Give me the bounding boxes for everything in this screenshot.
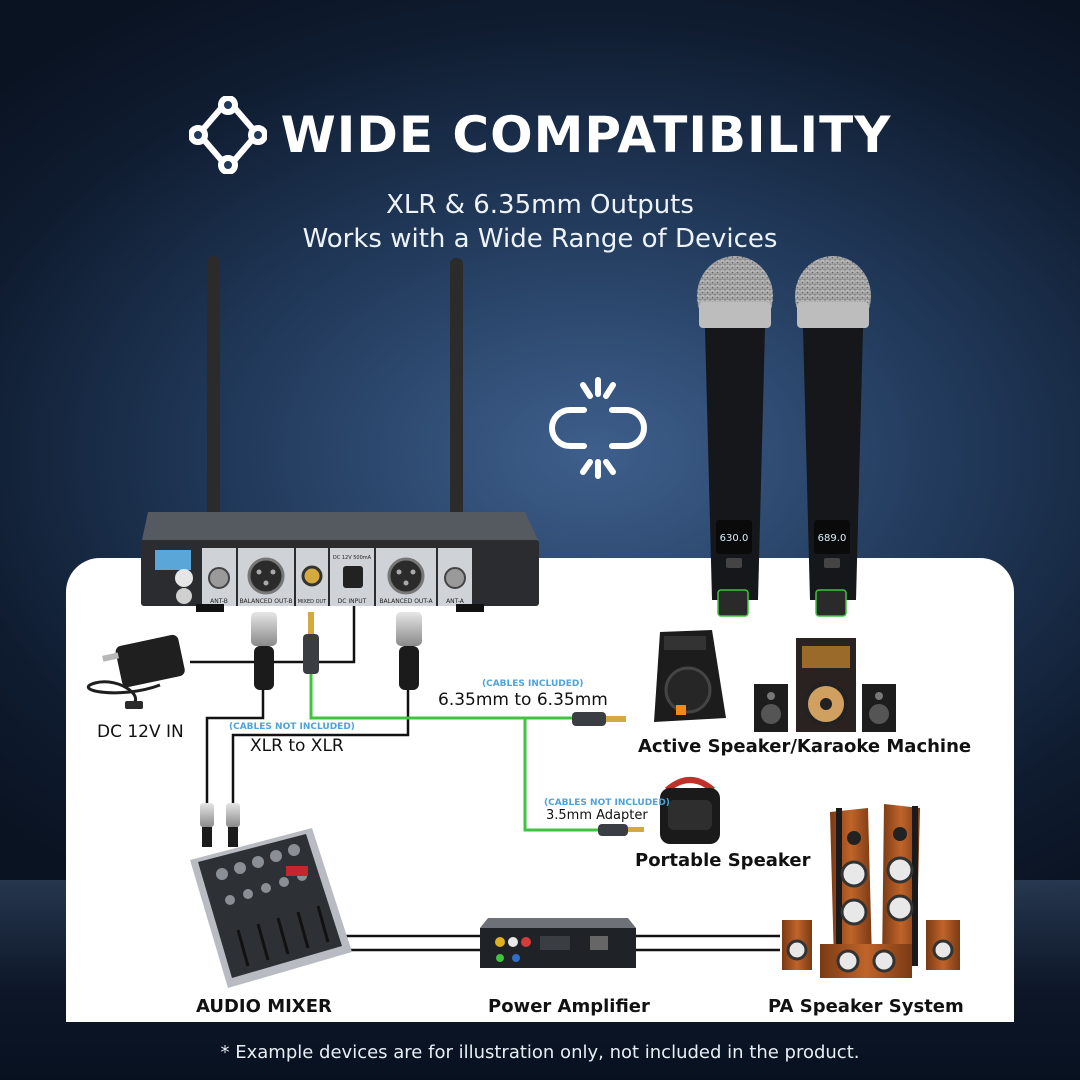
header: WIDE COMPATIBILITY bbox=[0, 96, 1080, 174]
jack-plug-speaker bbox=[572, 712, 626, 726]
footnote: * Example devices are for illustration o… bbox=[220, 1042, 860, 1063]
cable-mixer-amp bbox=[340, 934, 780, 952]
dc-adapter bbox=[86, 634, 185, 709]
portable-speaker-label: Portable Speaker bbox=[635, 850, 811, 871]
jack-label: 6.35mm to 6.35mm bbox=[438, 690, 608, 710]
cable-xlr-left bbox=[205, 690, 410, 805]
xlr-cables-note: (CABLES NOT INCLUDED) bbox=[229, 722, 355, 732]
xlr-label: XLR to XLR bbox=[250, 736, 344, 756]
xlr-plug-right bbox=[396, 612, 422, 690]
adapter-label: 3.5mm Adapter bbox=[546, 808, 648, 823]
port-label-balanced-out-a: BALANCED OUT-A bbox=[379, 598, 433, 605]
amplifier-label: Power Amplifier bbox=[488, 996, 650, 1017]
port-label-ant-a: ANT-A bbox=[446, 598, 465, 605]
dc-in-label: DC 12V IN bbox=[97, 722, 184, 742]
network-icon bbox=[188, 96, 267, 174]
jack-cables-note: (CABLES INCLUDED) bbox=[482, 679, 584, 689]
broken-link-icon bbox=[549, 377, 647, 479]
port-label-ant-b: ANT-B bbox=[210, 598, 228, 605]
audio-mixer bbox=[190, 803, 352, 988]
mixer-label: AUDIO MIXER bbox=[196, 996, 332, 1017]
adapter-plug bbox=[598, 824, 644, 836]
jack-plug bbox=[303, 612, 319, 674]
active-speaker-label: Active Speaker/Karaoke Machine bbox=[638, 736, 972, 757]
port-label-mixed-out: MIXED OUT bbox=[298, 599, 327, 605]
xlr-plug-left bbox=[251, 612, 277, 690]
pa-label: PA Speaker System bbox=[768, 996, 964, 1017]
power-amplifier bbox=[480, 918, 636, 968]
cable-green-jack bbox=[309, 672, 598, 832]
page-title: WIDE COMPATIBILITY bbox=[280, 106, 892, 164]
adapter-cables-note: (CABLES NOT INCLUDED) bbox=[544, 798, 670, 808]
port-label-balanced-out-b: BALANCED OUT-B bbox=[239, 598, 292, 605]
subtitle-line1: XLR & 6.35mm Outputs bbox=[386, 190, 694, 220]
portable-speaker bbox=[660, 777, 720, 844]
dc-rating-label: DC 12V 500mA bbox=[333, 555, 372, 561]
subtitle-line2: Works with a Wide Range of Devices bbox=[302, 224, 778, 254]
bookshelf-speakers bbox=[754, 638, 896, 732]
pa-speaker-system bbox=[782, 804, 960, 978]
mic-display-1: 630.0 bbox=[720, 533, 749, 544]
port-label-dc-input: DC INPUT bbox=[338, 598, 367, 605]
microphone-2: 689.0 bbox=[795, 256, 871, 617]
karaoke-speaker bbox=[654, 630, 726, 722]
cable-dc bbox=[190, 604, 356, 664]
mic-display-2: 689.0 bbox=[818, 533, 847, 544]
receiver-unit: ANT-B BALANCED OUT-B MIXED OUT DC INPUT … bbox=[141, 512, 539, 612]
microphone-1: 630.0 bbox=[697, 256, 773, 617]
